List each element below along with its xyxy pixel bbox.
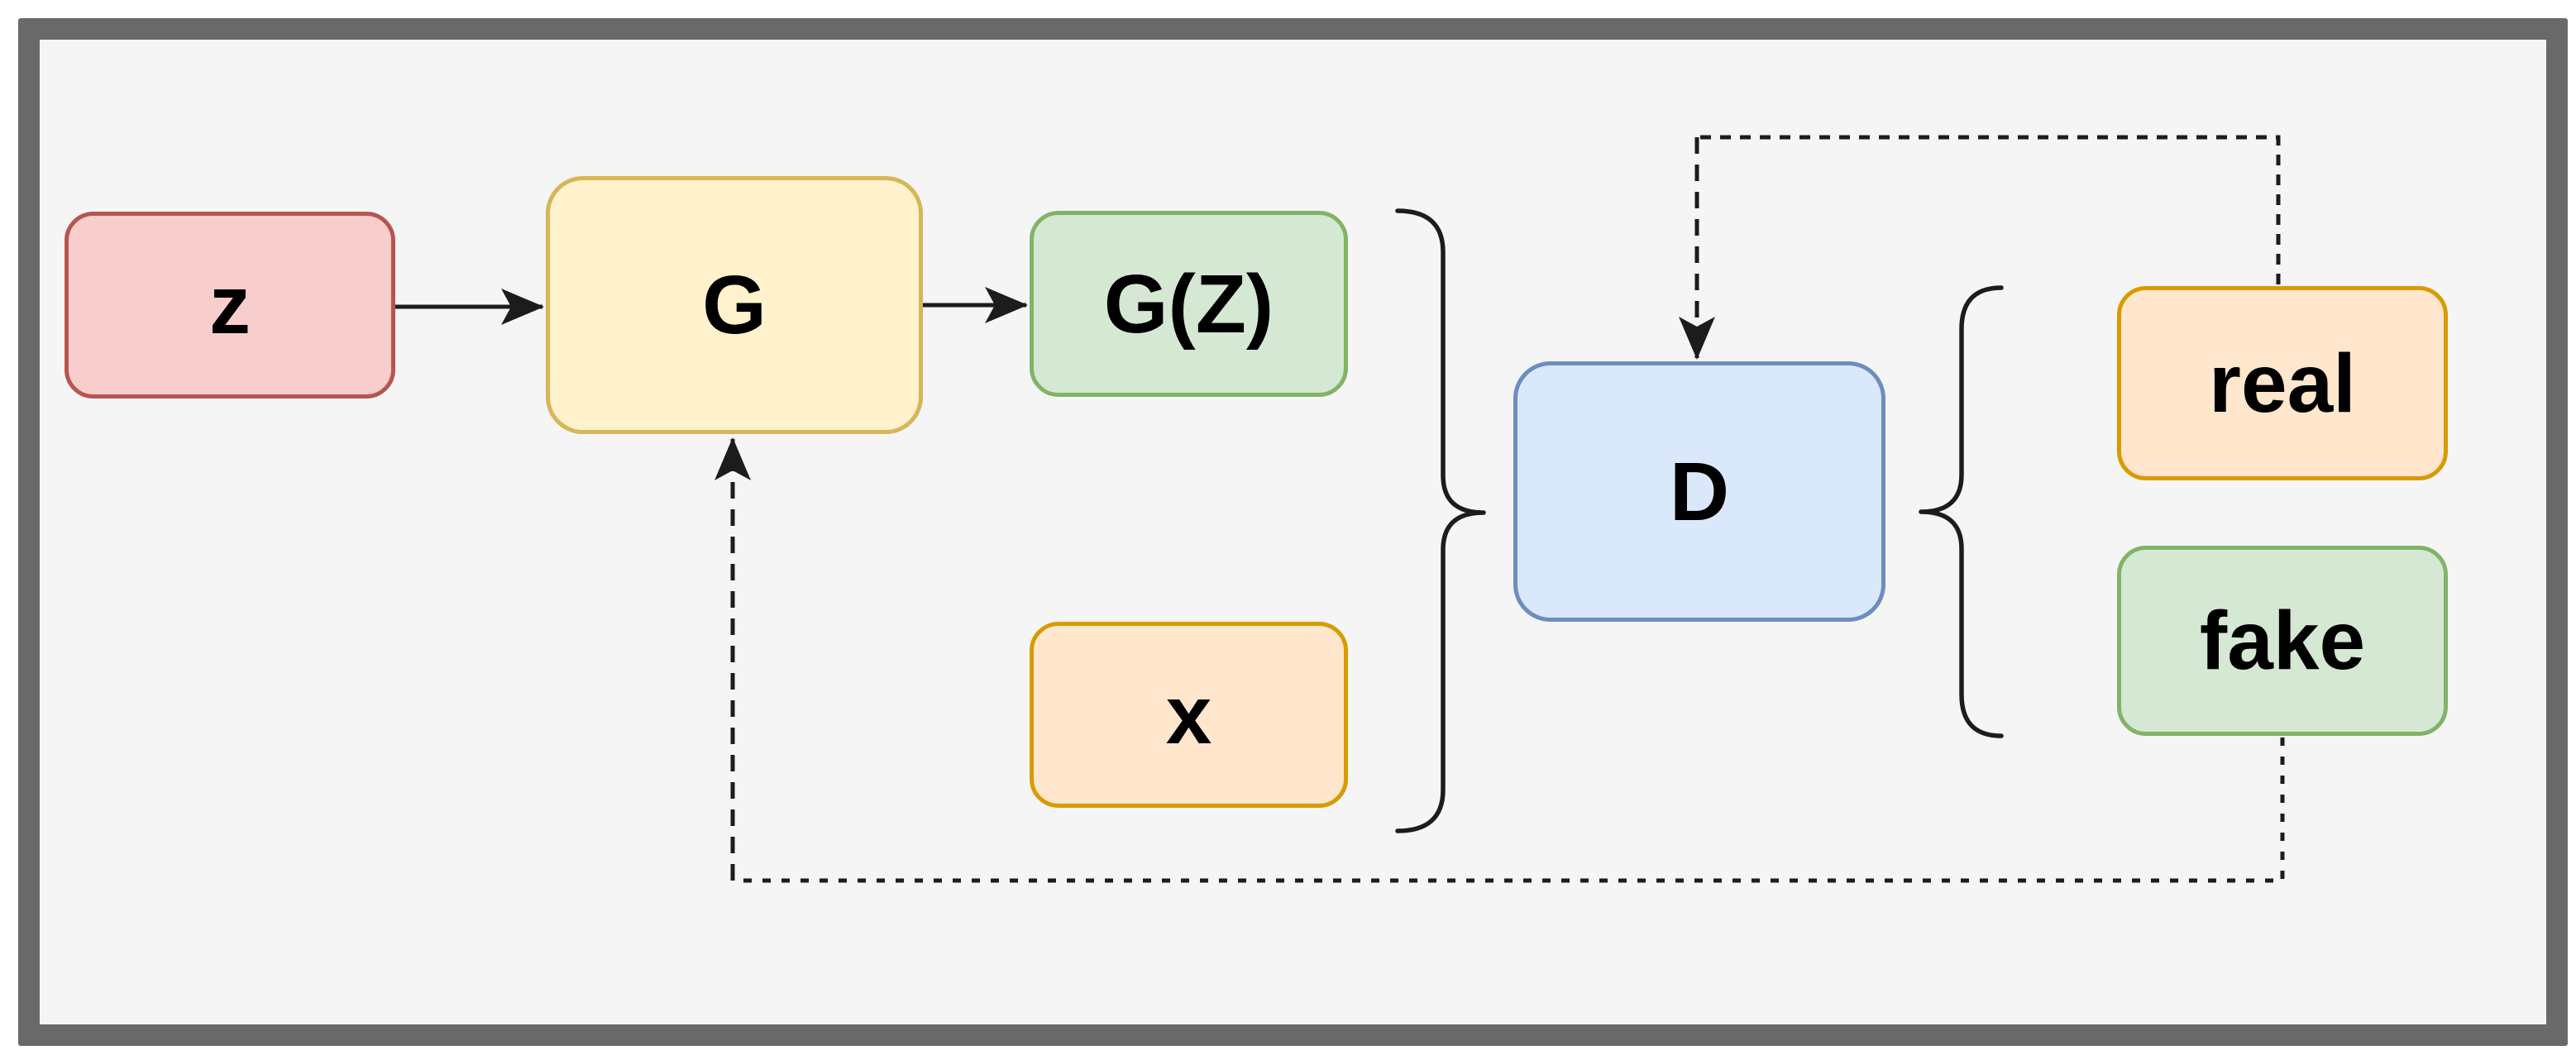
node-D: D [1513, 361, 1885, 622]
node-fake: fake [2117, 546, 2448, 736]
node-label-real: real [2209, 337, 2356, 430]
node-x: x [1030, 622, 1348, 808]
diagram-frame [18, 18, 2568, 1046]
node-GZ: G(Z) [1030, 211, 1348, 397]
node-real: real [2117, 286, 2448, 480]
node-G: G [546, 176, 923, 434]
node-label-z: z [209, 259, 251, 351]
node-label-fake: fake [2199, 594, 2366, 687]
node-label-D: D [1669, 445, 1730, 538]
node-label-G: G [702, 259, 767, 351]
node-z: z [65, 212, 395, 399]
node-label-x: x [1165, 668, 1212, 761]
node-label-GZ: G(Z) [1103, 257, 1274, 351]
